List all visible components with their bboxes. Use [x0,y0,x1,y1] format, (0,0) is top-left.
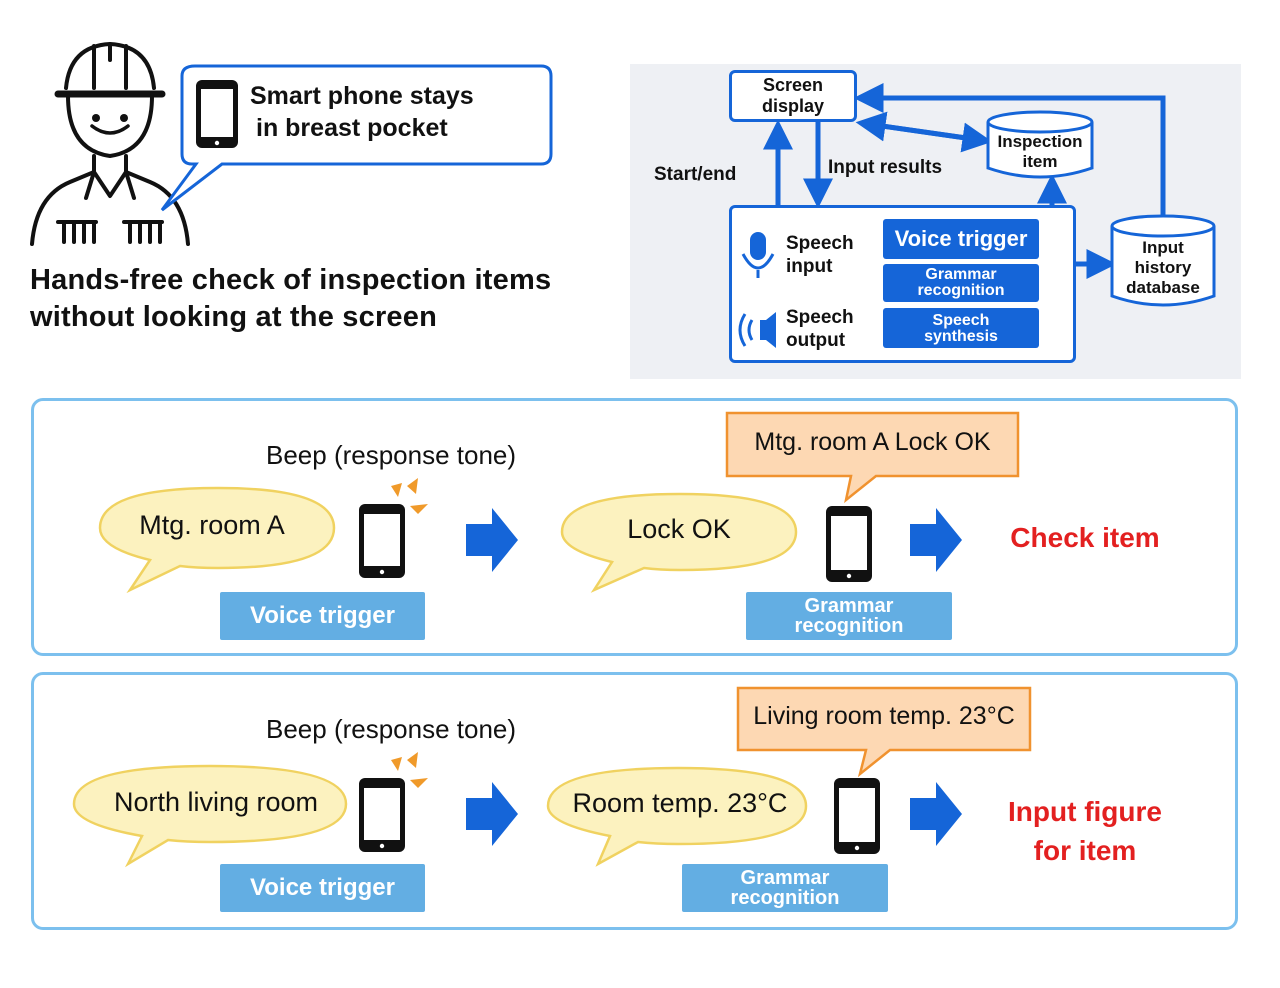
inspection-item-label: Inspection item [988,132,1092,172]
title-line-1: Hands-free check of inspection items [30,264,552,296]
arrow-right-icon [910,508,962,572]
grammar-recognition-tag-2: Grammar recognition [682,864,888,912]
database-icon [986,110,1094,179]
utterance-2a: North living room [113,787,319,817]
result-2-line-1: Input figure [1008,796,1162,827]
system-connectors [763,83,1166,279]
utterance-2b: Room temp. 23°C [572,788,788,818]
history-line-3: database [1126,278,1200,297]
smartphone-icon [359,778,405,852]
smartphone-icon [196,80,238,148]
beep-label-2: Beep (response tone) [266,714,517,744]
screen-display-line-2: display [761,96,825,116]
screen-display-line-1: Screen [762,75,824,95]
grammar-module-line-2: recognition [917,282,1005,299]
result-label-1: Check item [985,518,1185,557]
beep-icon [391,752,428,788]
synthesis-module-line-1: Speech [932,312,990,329]
speech-input-line-1: Speech [786,233,854,254]
speech-bubble-2a [72,764,348,868]
inspection-item-line-2: item [1022,152,1058,171]
title-line-2: without looking at the screen [30,301,437,333]
beep-icon [391,478,428,514]
speaker-icon [738,312,776,348]
speech-input-line-2: input [786,256,833,277]
speech-output-line-2: output [786,330,846,351]
speech-synthesis-module: Speech synthesis [883,308,1039,348]
pocket-bubble [160,64,553,212]
screen-result-1: Mtg. room A Lock OK [754,428,991,456]
grammar-recognition-module: Grammar recognition [883,264,1039,302]
grammar-module-line-1: Grammar [925,266,997,283]
voice-trigger-tag-1: Voice trigger [220,592,425,640]
synthesis-module-line-2: synthesis [924,328,998,345]
speech-bubble-1a [98,486,336,594]
result-2-line-2: for item [1033,835,1137,866]
history-database-label: Input history database [1112,238,1214,298]
smartphone-icon [826,506,872,582]
grammar-recognition-tag-1: Grammar recognition [746,592,952,640]
pocket-caption: Smart phone stays in breast pocket [250,80,540,144]
orange-bubble-1 [725,411,1020,504]
grammar-tag-2-line-2: recognition [730,887,840,909]
voice-trigger-module: Voice trigger [883,219,1039,259]
grammar-tag-1-line-2: recognition [794,615,904,637]
input-results-label: Input results [828,157,943,178]
speech-input-label: Speech input [786,232,854,278]
speech-output-label: Speech output [786,306,854,352]
beep-label-1: Beep (response tone) [266,440,517,470]
start-end-label: Start/end [654,164,737,185]
voice-trigger-tag-2: Voice trigger [220,864,425,912]
result-label-2: Input figure for item [975,792,1195,870]
screen-result-2: Living room temp. 23°C [753,702,1015,730]
history-line-1: Input [1142,238,1184,257]
grammar-tag-2-line-1: Grammar [740,867,830,889]
smartphone-icon [834,778,880,854]
orange-bubble-2 [736,686,1032,778]
pocket-line-1: Smart phone stays [250,82,474,110]
history-database-icon [1110,214,1216,307]
result-1-line-1: Check item [1010,522,1160,553]
worker-icon [30,42,190,246]
utterance-1a: Mtg. room A [139,510,285,540]
arrow-right-icon [466,782,518,846]
utterance-1b: Lock OK [627,514,731,544]
arrow-right-icon [910,782,962,846]
inspection-item-line-1: Inspection [997,132,1083,151]
page-title: Hands-free check of inspection items wit… [30,262,610,336]
microphone-icon [741,232,775,278]
arrow-right-icon [466,508,518,572]
pocket-line-2: in breast pocket [256,114,448,142]
speech-bubble-1b [560,492,798,593]
grammar-tag-1-line-1: Grammar [804,595,894,617]
speech-bubble-2b [546,766,808,867]
speech-output-line-1: Speech [786,307,854,328]
history-line-2: history [1134,258,1192,277]
smartphone-icon [359,504,405,578]
screen-display-box: Screen display [729,70,857,122]
